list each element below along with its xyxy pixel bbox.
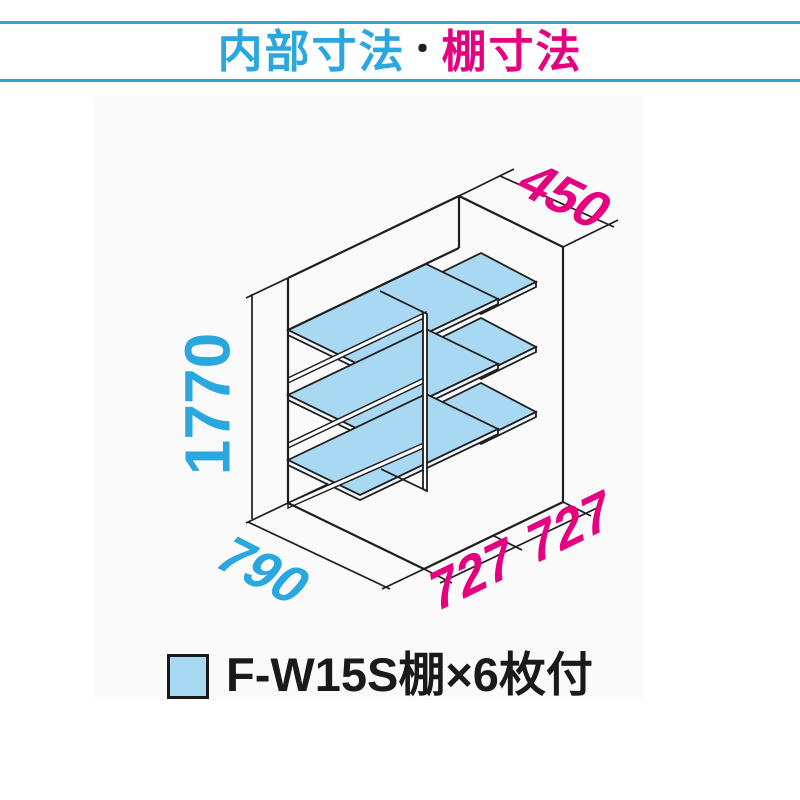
dim-line-width [439,507,598,584]
dim-ext [458,168,515,197]
title-internal-dims: 内部寸法 [217,26,406,77]
dim-ext [381,568,425,590]
title-rule-top [0,21,800,24]
dim-ext [245,277,289,299]
title-shelf-dims: 棚寸法 [441,26,583,77]
left-shelves [285,263,501,501]
divider-top-edge [379,290,424,313]
title-rule-bottom [0,79,800,82]
dim-line-floor-depth [247,521,391,590]
dim-ext [493,535,523,551]
title-dot: ・ [405,31,442,69]
legend-swatch [167,654,209,699]
legend-label: F-W15S棚×6枚付 [226,648,593,701]
divider-front-edge [422,310,428,493]
dimension-lines [245,168,619,590]
page-title: 内部寸法・棚寸法 [0,25,800,77]
dim-ext [423,568,453,584]
center-divider [379,290,428,493]
shelf-rails [287,310,427,510]
dim-ext [245,502,289,524]
divider-bottom-edge [380,468,428,492]
dim-line-top-depth [499,175,615,228]
dim-height-label: 1770 [171,332,244,476]
